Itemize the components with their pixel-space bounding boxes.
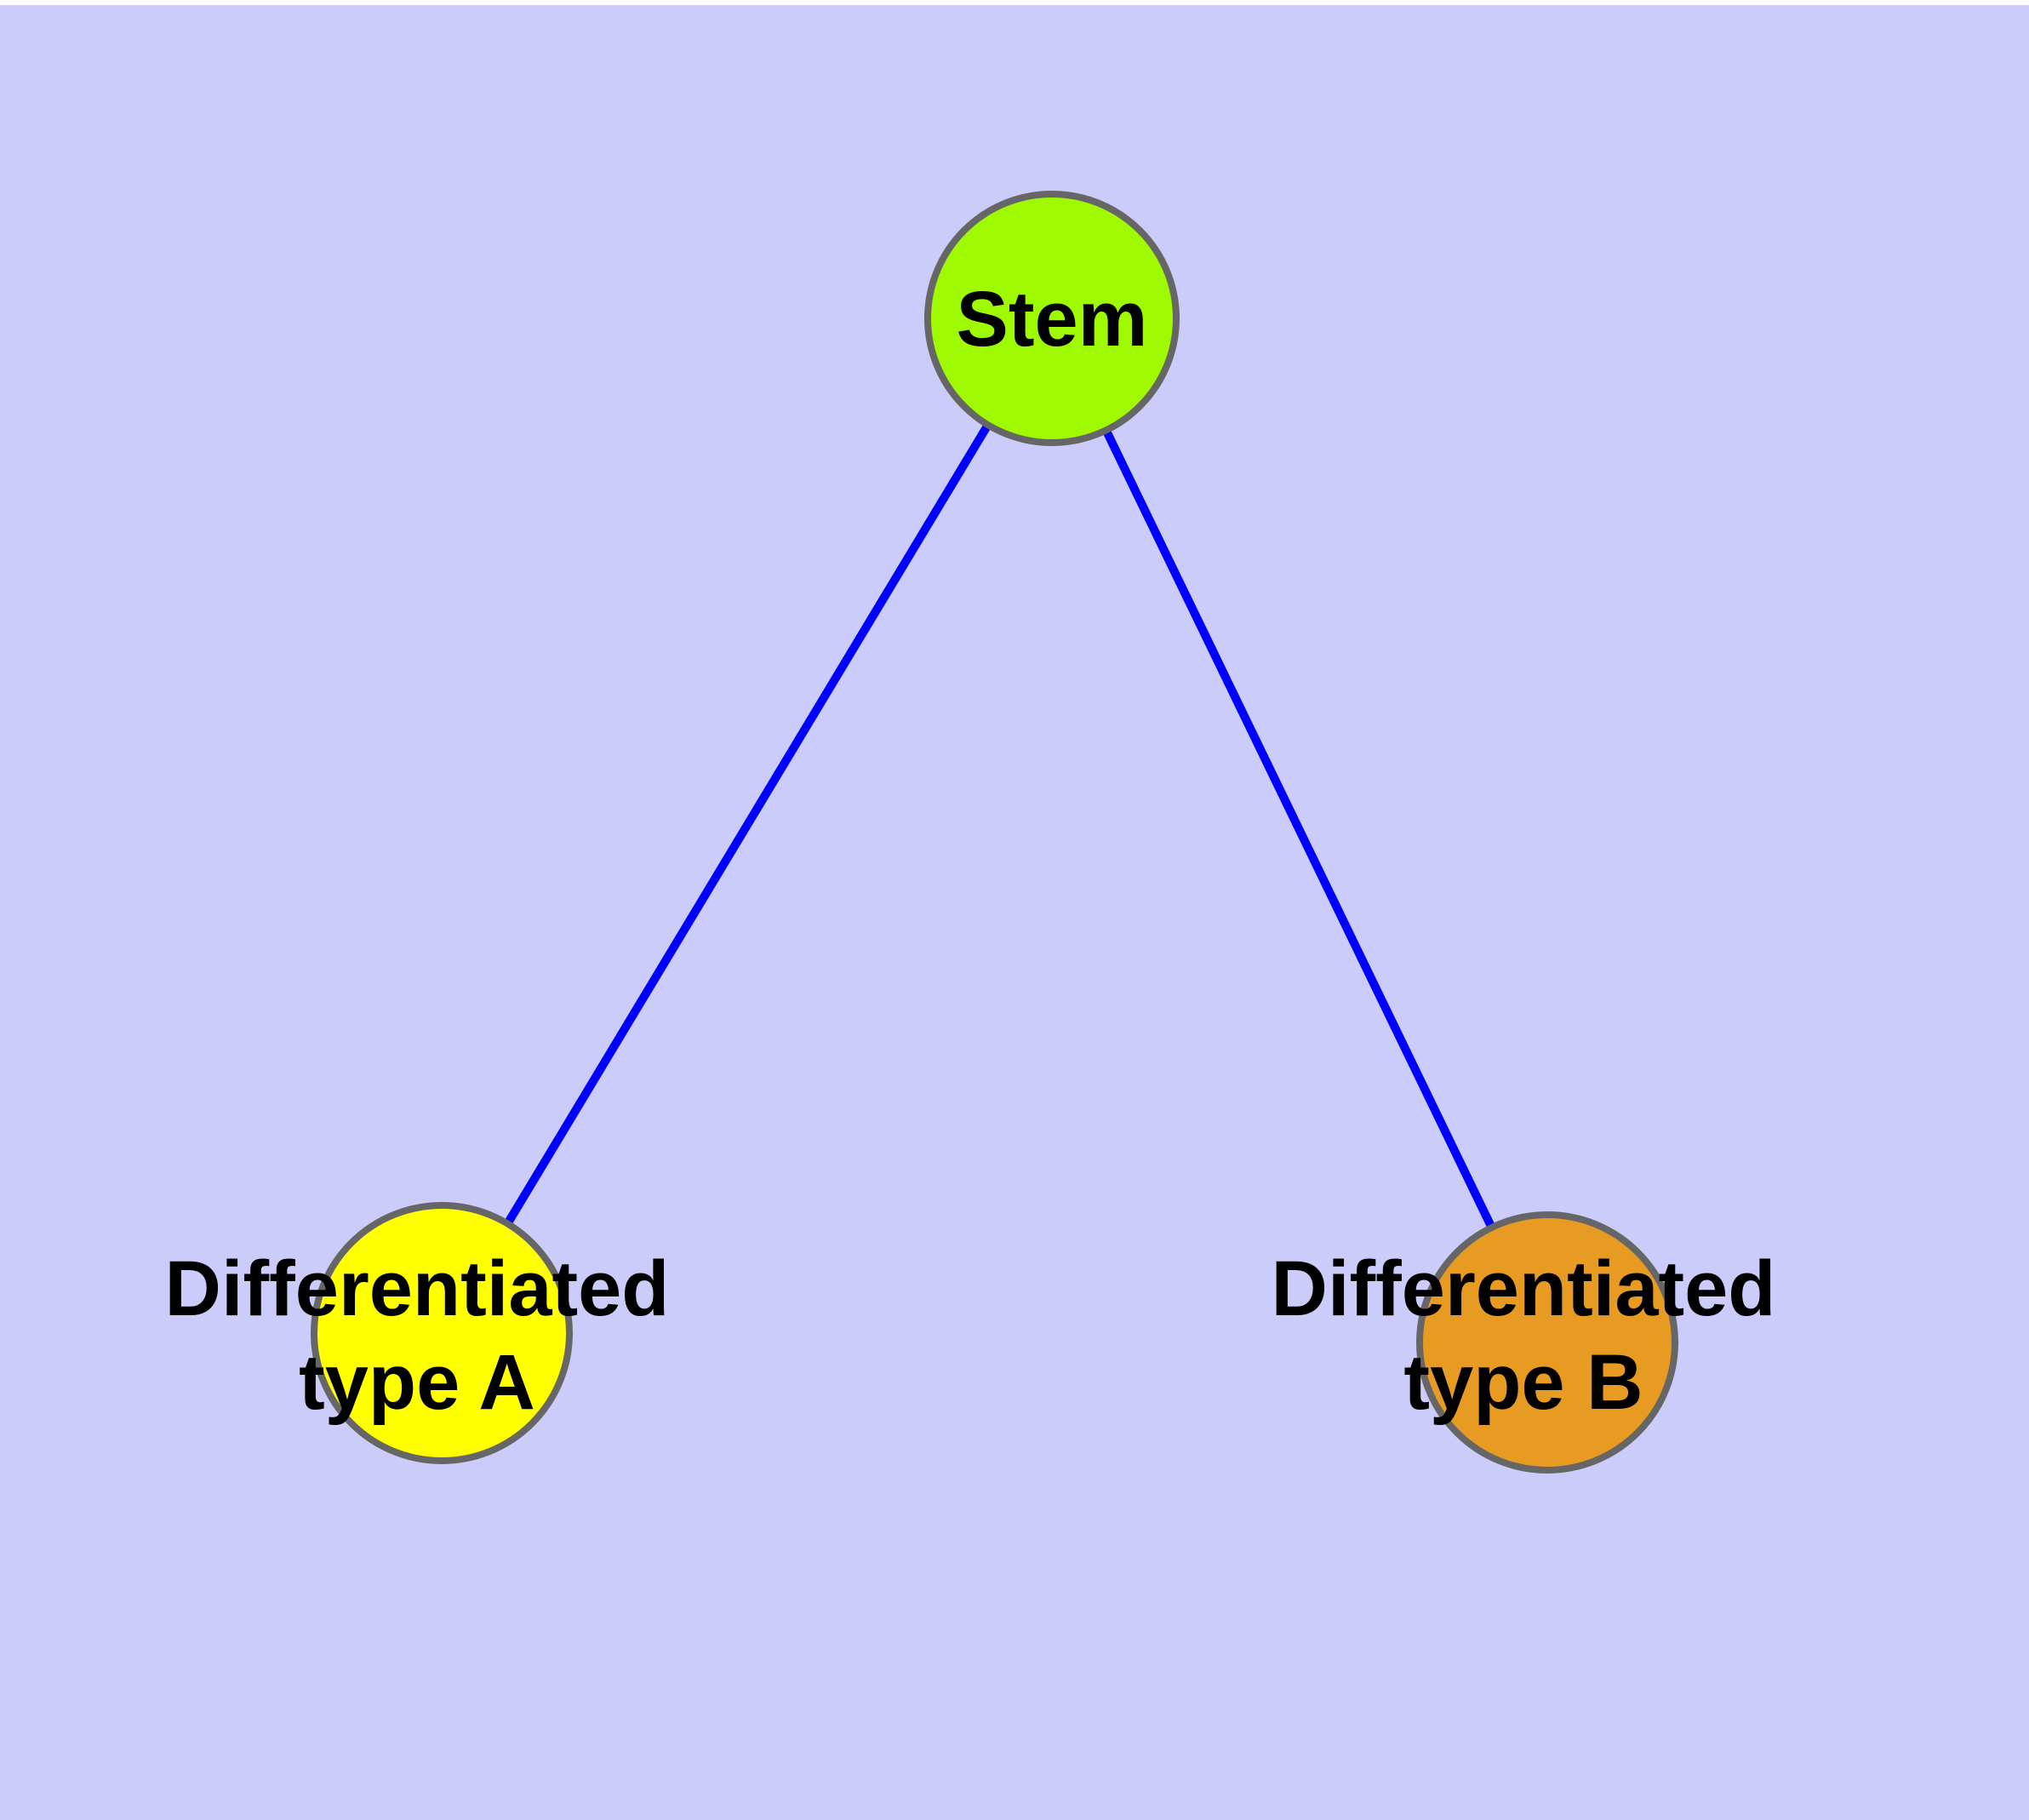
node-label-differentiated-type-a-line2: type A (299, 1339, 535, 1426)
node-circle-stem[interactable] (924, 191, 1180, 446)
node-label-stem: Stem (957, 276, 1148, 363)
node-label-differentiated-type-b-line1: Differentiated (1272, 1245, 1776, 1332)
label-layer: Stem Differentiated type A Differentiate… (165, 276, 1776, 1426)
edge-stem-to-differentiated-type-a[interactable] (437, 316, 1056, 1336)
node-differentiated-type-b[interactable] (1416, 1211, 1678, 1474)
top-edge-strip (0, 0, 2029, 5)
edge-layer (437, 316, 1552, 1345)
node-label-differentiated-type-b-line2: type B (1403, 1339, 1643, 1426)
node-label-differentiated-type-a-line1: Differentiated (165, 1245, 670, 1332)
node-stem[interactable] (924, 191, 1180, 446)
node-layer (311, 191, 1678, 1474)
node-differentiated-type-a[interactable] (311, 1202, 573, 1464)
edge-stem-to-differentiated-type-b[interactable] (1048, 316, 1552, 1345)
node-circle-differentiated-type-a[interactable] (311, 1202, 573, 1464)
node-circle-differentiated-type-b[interactable] (1416, 1211, 1678, 1474)
